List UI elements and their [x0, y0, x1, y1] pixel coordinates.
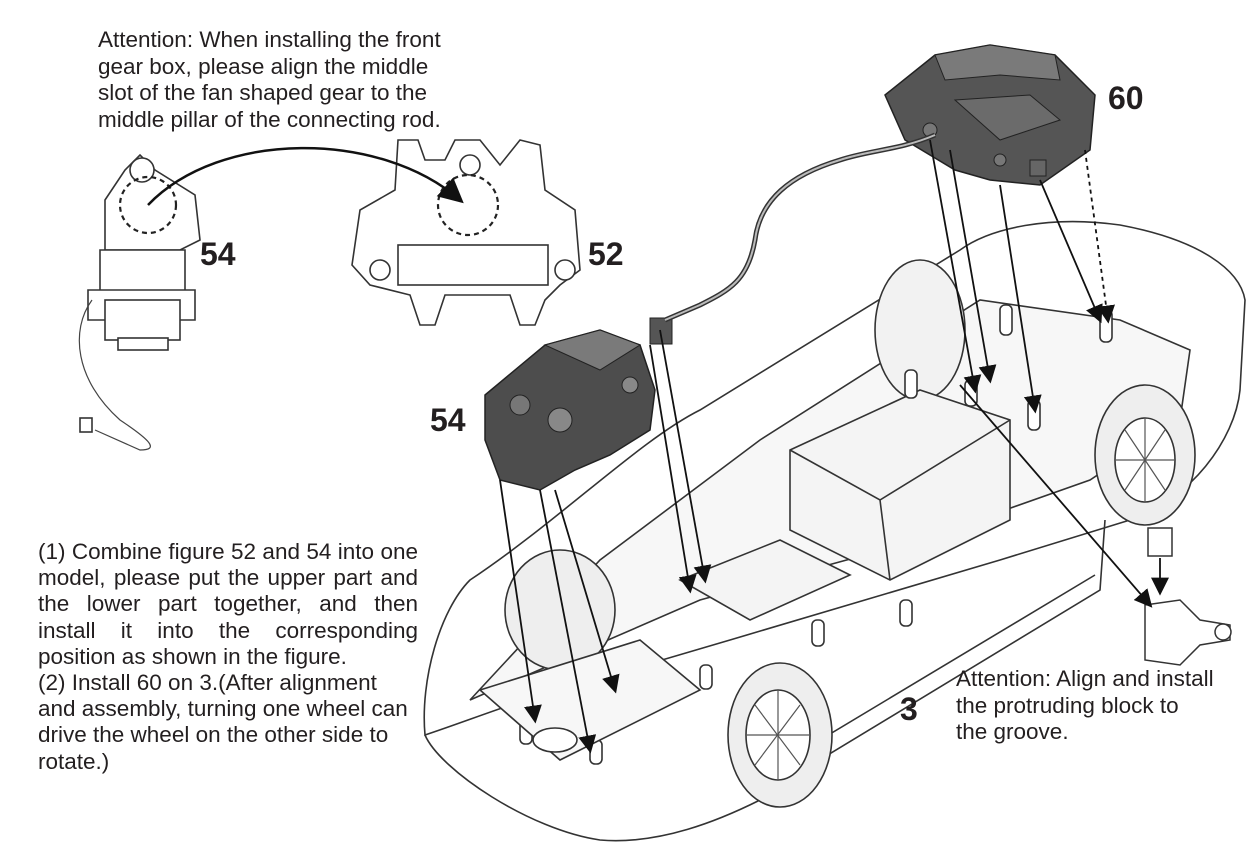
align-block-attention-note: Attention: Align and install the protrud…	[956, 666, 1214, 744]
part-52-detail-drawing	[351, 139, 581, 326]
part-label-54: 54	[430, 402, 466, 438]
gearbox-60-drawing	[884, 44, 1096, 186]
part-54-detail-drawing	[78, 153, 201, 451]
protruding-block-drawing	[1144, 527, 1232, 666]
gearbox-54-drawing	[484, 317, 673, 491]
chassis-drawing	[423, 220, 1246, 842]
part-label-52: 52	[588, 236, 624, 272]
step-2-text: (2) Install 60 on 3.(After alignment and…	[38, 670, 408, 774]
part-label-54-detail: 54	[200, 236, 236, 272]
assembly-steps: (1) Combine figure 52 and 54 into one mo…	[38, 539, 418, 775]
front-gearbox-attention-note: Attention: When installing the front gea…	[98, 27, 441, 132]
installation-arrows	[499, 139, 1169, 754]
alignment-arrow	[147, 146, 464, 206]
step-1-text: (1) Combine figure 52 and 54 into one mo…	[38, 539, 418, 669]
part-label-3: 3	[900, 691, 918, 727]
part-label-60: 60	[1108, 80, 1144, 116]
